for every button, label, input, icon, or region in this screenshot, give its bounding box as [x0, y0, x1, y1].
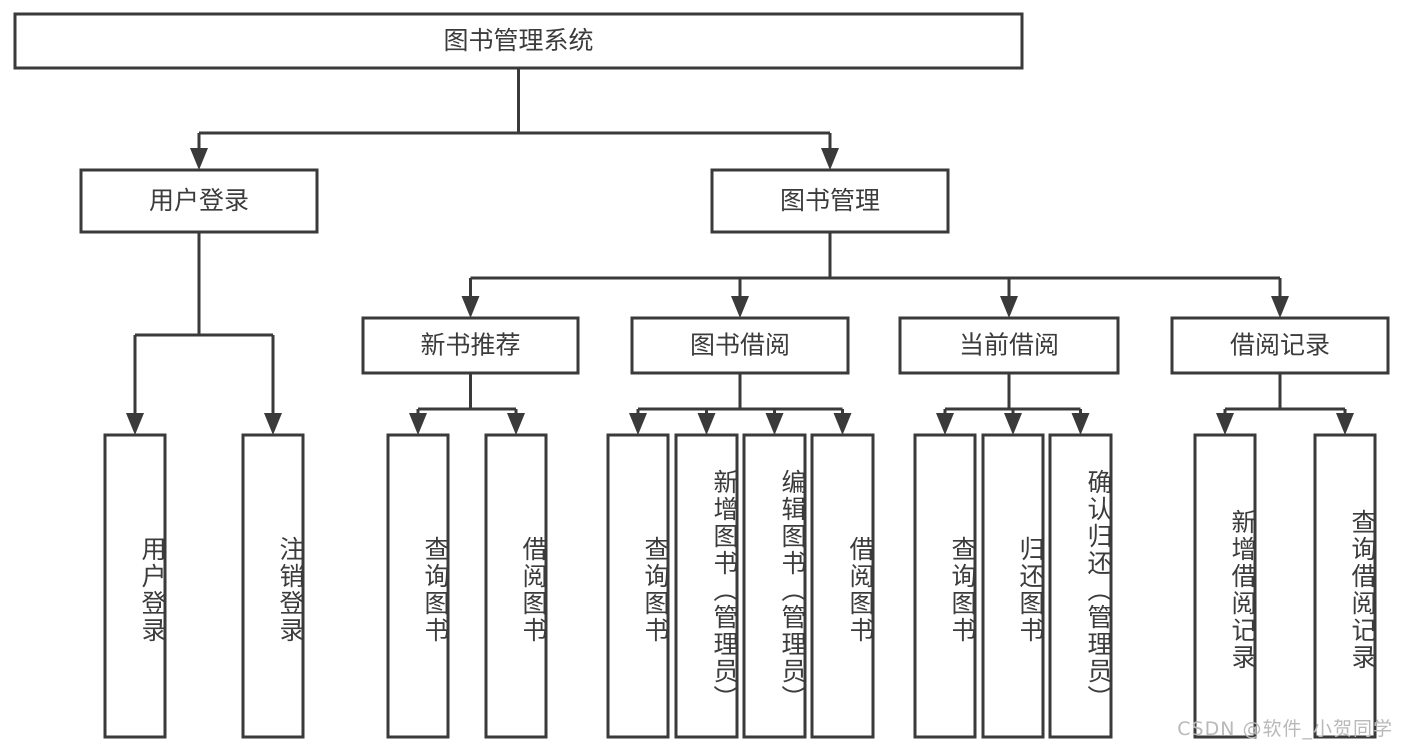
- arrowhead-leaf-0-1: [264, 413, 282, 435]
- node-box-新增借阅记录-11[interactable]: [1193, 433, 1257, 739]
- node-box-借阅图书-3[interactable]: [484, 433, 548, 739]
- node-box-查询图书-4[interactable]: [606, 433, 670, 739]
- node-label-图书管理系统-0: 图书管理系统: [443, 26, 593, 55]
- node-box-借阅记录-3[interactable]: [1170, 316, 1390, 375]
- csdn-watermark: CSDN @软件_小贺同学: [1177, 718, 1393, 740]
- arrowhead-l3-0: [461, 296, 480, 318]
- arrowhead-l2-0: [190, 148, 208, 170]
- arrowhead-l3-2: [1000, 296, 1018, 318]
- node-box-新增图书管理员-5[interactable]: [674, 433, 739, 739]
- arrowhead-leaf-2-3: [833, 413, 852, 435]
- node-box-编辑图书管理员-6[interactable]: [742, 433, 807, 739]
- node-box-用户登录-0[interactable]: [103, 433, 167, 739]
- node-box-确认归还管理员-10[interactable]: [1048, 433, 1113, 739]
- arrowhead-leaf-2-2: [765, 413, 784, 435]
- node-box-当前借阅-2[interactable]: [898, 316, 1120, 375]
- arrowhead-leaf-3-1: [1004, 413, 1022, 435]
- node-box-用户登录-0[interactable]: [79, 168, 319, 234]
- node-label-图书管理-1: 图书管理: [780, 186, 880, 215]
- arrowhead-leaf-2-1: [697, 413, 716, 435]
- node-box-查询借阅记录-12[interactable]: [1313, 433, 1377, 739]
- node-box-查询图书-8[interactable]: [913, 433, 977, 739]
- node-box-归还图书-9[interactable]: [981, 433, 1045, 739]
- arrowhead-leaf-3-0: [936, 413, 954, 435]
- node-label-图书借阅-1: 图书借阅: [690, 331, 790, 360]
- node-label-新书推荐-0: 新书推荐: [420, 331, 520, 360]
- node-box-图书管理系统-0[interactable]: [13, 12, 1024, 70]
- arrowhead-l3-1: [731, 296, 749, 318]
- arrowhead-leaf-4-0: [1216, 413, 1234, 435]
- connector-layer: [126, 68, 1354, 435]
- node-box-查询图书-2[interactable]: [386, 433, 450, 739]
- node-box-图书借阅-1[interactable]: [630, 316, 850, 375]
- arrowhead-leaf-1-1: [507, 413, 525, 435]
- arrowhead-l3-3: [1271, 296, 1289, 318]
- node-label-当前借阅-2: 当前借阅: [959, 331, 1059, 360]
- arrowhead-leaf-1-0: [409, 413, 427, 435]
- node-box-注销登录-1[interactable]: [241, 433, 305, 739]
- node-box-layer: [13, 12, 1390, 739]
- node-box-新书推荐-0[interactable]: [361, 316, 580, 375]
- arrowhead-leaf-0-0: [126, 413, 144, 435]
- node-label-借阅记录-3: 借阅记录: [1230, 331, 1330, 360]
- arrowhead-leaf-3-2: [1071, 413, 1090, 435]
- arrowhead-leaf-4-1: [1336, 413, 1354, 435]
- arrowhead-l2-1: [821, 148, 839, 170]
- node-label-用户登录-0: 用户登录: [149, 186, 249, 215]
- node-box-借阅图书-7[interactable]: [810, 433, 875, 739]
- arrowhead-leaf-2-0: [629, 413, 647, 435]
- node-box-图书管理-1[interactable]: [710, 168, 950, 234]
